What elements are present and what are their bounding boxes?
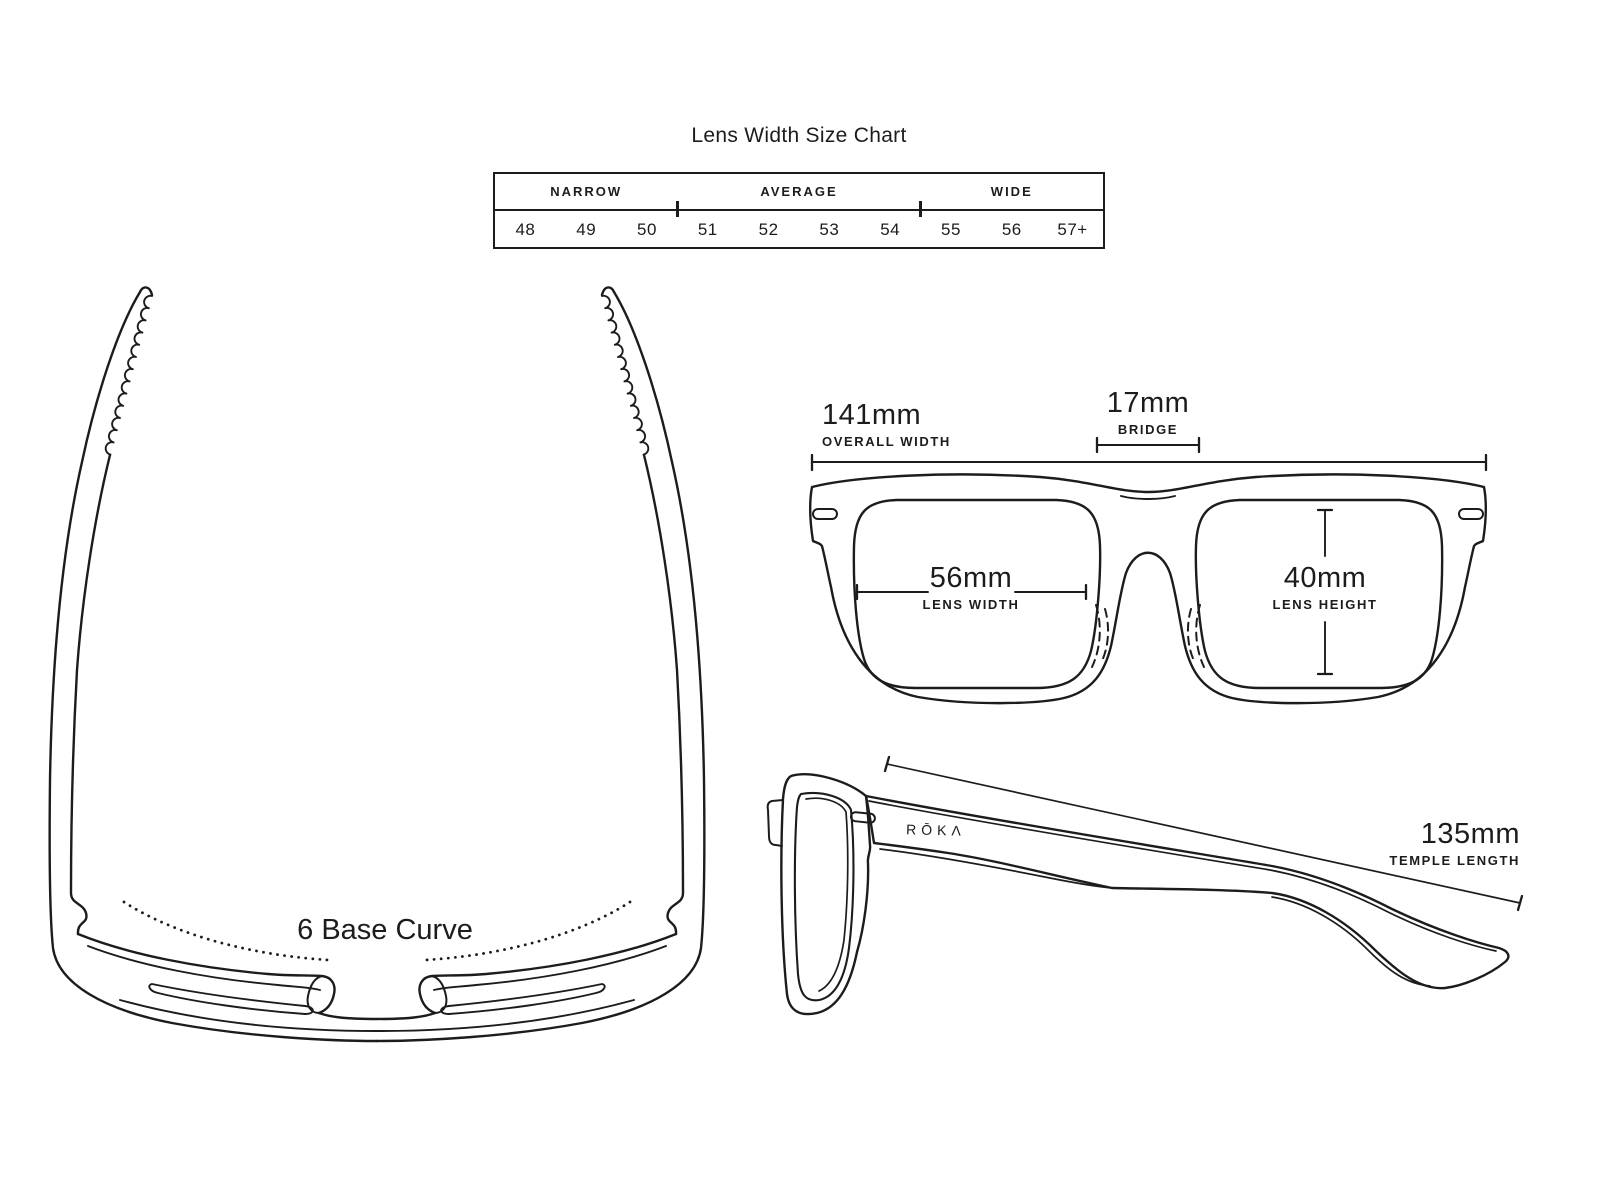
front-left-nosepad-2 <box>1100 608 1110 664</box>
bridge-value: 17mm <box>1106 387 1190 419</box>
base-curve-label: 6 Base Curve <box>297 914 473 946</box>
lens-height-value: 40mm <box>1283 562 1367 594</box>
side-front-tab <box>766 799 784 847</box>
size-value: 50 <box>637 220 657 239</box>
temple-length-caption: TEMPLE LENGTH <box>1389 853 1520 868</box>
top-nose-bridge <box>317 1011 437 1021</box>
lens-height-measure <box>1316 508 1334 676</box>
top-right-temple-tip <box>600 286 616 297</box>
lens-width-size-chart-table: NARROW AVERAGE WIDE 48 49 50 51 52 53 54… <box>493 172 1105 249</box>
lens-height-caption: LENS HEIGHT <box>1272 597 1378 612</box>
bridge-measure <box>1095 436 1201 454</box>
top-left-lens <box>148 983 314 1015</box>
page-title: Lens Width Size Chart <box>691 124 907 147</box>
base-curve-dotted-arc-left <box>122 900 331 962</box>
side-temple-bottom-contour <box>879 848 1114 889</box>
top-frame-inner-right <box>418 932 678 1015</box>
overall-width-value: 141mm <box>822 399 922 431</box>
bridge-caption: BRIDGE <box>1117 422 1179 437</box>
top-right-lens <box>440 983 606 1015</box>
temple-length-value: 135mm <box>1420 818 1520 850</box>
front-right-nosepad-2 <box>1186 608 1196 664</box>
side-lens-inner-line <box>805 797 849 992</box>
front-right-lens <box>1194 498 1444 690</box>
top-left-temple-tip <box>138 286 154 297</box>
overall-width-caption: OVERALL WIDTH <box>822 434 951 449</box>
size-value: 48 <box>515 220 536 239</box>
top-right-temple-inner <box>642 453 685 936</box>
top-left-temple-serration <box>104 294 153 456</box>
top-frame-contour-left <box>87 945 321 991</box>
lens-width-measure <box>855 583 1088 601</box>
top-frame-inner-left <box>76 932 336 1015</box>
front-left-hinge-slit <box>812 508 838 520</box>
size-category-wide: WIDE <box>990 184 1033 199</box>
side-temple <box>864 794 1510 990</box>
size-value: 54 <box>880 220 901 239</box>
lens-width-caption: LENS WIDTH <box>922 597 1020 612</box>
roka-logo: RŌKΛ <box>905 821 967 839</box>
front-bridge-brow-line <box>1120 495 1176 500</box>
size-value: 49 <box>576 220 597 239</box>
side-hinge-pin <box>849 811 876 824</box>
size-value: 56 <box>1001 220 1022 239</box>
category-divider-tick <box>675 201 679 217</box>
size-value: 52 <box>758 220 779 239</box>
lens-height-label: 40mm LENS HEIGHT <box>1225 562 1425 612</box>
size-value: 51 <box>697 220 718 239</box>
top-left-temple-outer <box>48 290 379 1043</box>
top-view-drawing <box>48 286 706 1043</box>
size-value: 57+ <box>1057 220 1088 239</box>
front-right-nosepad <box>1195 604 1205 668</box>
top-right-temple-serration <box>601 294 650 456</box>
top-frame-contour-right <box>433 945 667 991</box>
front-left-lens <box>852 498 1102 690</box>
front-left-nosepad <box>1091 604 1101 668</box>
top-frame-bottom-contour <box>119 999 635 1032</box>
category-divider-tick <box>919 201 923 217</box>
size-chart-header-row: NARROW AVERAGE WIDE <box>495 174 1103 211</box>
size-value: 55 <box>941 220 961 239</box>
bridge-label: 17mm BRIDGE <box>1048 387 1248 437</box>
size-category-average: AVERAGE <box>760 184 838 199</box>
size-chart-values-row: 48 49 50 51 52 53 54 55 56 57+ <box>495 211 1103 249</box>
overall-width-measure <box>810 453 1488 472</box>
lens-width-value: 56mm <box>929 562 1013 594</box>
base-curve-dotted-arc-right <box>423 900 632 962</box>
side-lens <box>793 791 855 1002</box>
size-category-narrow: NARROW <box>550 184 623 199</box>
temple-length-label: 135mm TEMPLE LENGTH <box>1389 818 1520 868</box>
overall-width-label: 141mm OVERALL WIDTH <box>822 399 951 449</box>
top-left-temple-inner <box>69 453 112 936</box>
front-view-drawing <box>809 436 1488 705</box>
side-view-drawing <box>766 755 1524 1016</box>
top-right-temple-outer <box>375 290 706 1043</box>
temple-length-measure <box>883 755 1524 912</box>
side-temple-top-contour <box>868 800 1497 952</box>
front-right-hinge-slit <box>1458 508 1484 520</box>
size-value: 53 <box>819 220 840 239</box>
lens-width-label: 56mm LENS WIDTH <box>871 562 1071 612</box>
side-temple-bend-contour <box>1271 896 1431 987</box>
